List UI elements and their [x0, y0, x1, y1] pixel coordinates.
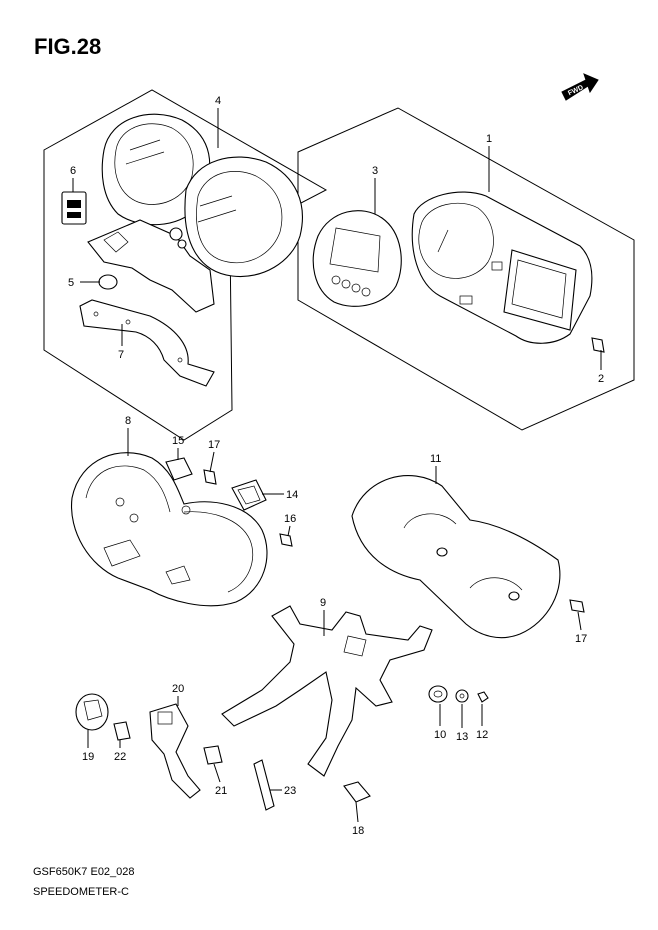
meter-cover	[351, 475, 561, 639]
figure-title: FIG.28	[34, 34, 102, 59]
callout-21: 21	[215, 785, 227, 797]
meter-bracket	[79, 299, 215, 387]
callout-20: 20	[172, 683, 184, 695]
screw-17-lower	[569, 599, 585, 613]
callout-1: 1	[486, 133, 492, 145]
meter-case	[87, 113, 303, 313]
callout-9: 9	[320, 597, 326, 609]
leader-lines	[72, 108, 602, 823]
meter-assembly	[411, 191, 593, 344]
callout-3: 3	[372, 165, 378, 177]
callout-14: 14	[286, 489, 298, 501]
callout-17-lower: 17	[575, 633, 587, 645]
screw-16	[279, 533, 293, 547]
grommet-14	[231, 479, 267, 511]
callout-11: 11	[430, 453, 441, 465]
callout-8: 8	[125, 415, 131, 427]
screw-21	[203, 745, 223, 765]
callout-19: 19	[82, 751, 94, 763]
screw-22	[113, 721, 131, 741]
socket-19	[75, 693, 109, 731]
callout-13: 13	[456, 731, 468, 743]
cap	[98, 274, 118, 290]
bolt-18	[343, 781, 371, 803]
screw-2	[591, 337, 605, 353]
callout-12: 12	[476, 729, 488, 741]
lcd-panel	[312, 210, 402, 307]
emblem	[61, 191, 87, 225]
callout-numbers: 4 1 3 6 5 7 2 8 15 17 14 16 11 17 9 10 1…	[68, 95, 604, 837]
callout-18: 18	[352, 825, 364, 837]
callout-23: 23	[284, 785, 296, 797]
callout-16: 16	[284, 513, 296, 525]
callout-2: 2	[598, 373, 604, 385]
callout-5: 5	[68, 277, 74, 289]
callout-22: 22	[114, 751, 126, 763]
screw-17-upper	[203, 469, 217, 485]
callout-10: 10	[434, 729, 446, 741]
meter-housing	[70, 452, 268, 607]
callout-17-upper: 17	[208, 439, 220, 451]
clamp-23	[253, 759, 275, 811]
fwd-label: FWD	[567, 84, 584, 97]
lower-bracket	[221, 605, 433, 777]
bush-10	[428, 685, 448, 703]
drawing-code: GSF650K7 E02_028	[33, 866, 135, 878]
forward-arrow-icon: FWD	[561, 73, 599, 101]
group-box-part-1	[297, 107, 635, 431]
callout-15: 15	[172, 435, 184, 447]
switch-20	[149, 703, 201, 799]
callout-4: 4	[215, 95, 221, 107]
group-box-part-4	[43, 89, 328, 441]
washer-13	[455, 689, 469, 703]
callout-7: 7	[118, 349, 124, 361]
drawing-name: SPEEDOMETER-C	[33, 886, 129, 898]
nut-12	[477, 691, 489, 703]
callout-6: 6	[70, 165, 76, 177]
